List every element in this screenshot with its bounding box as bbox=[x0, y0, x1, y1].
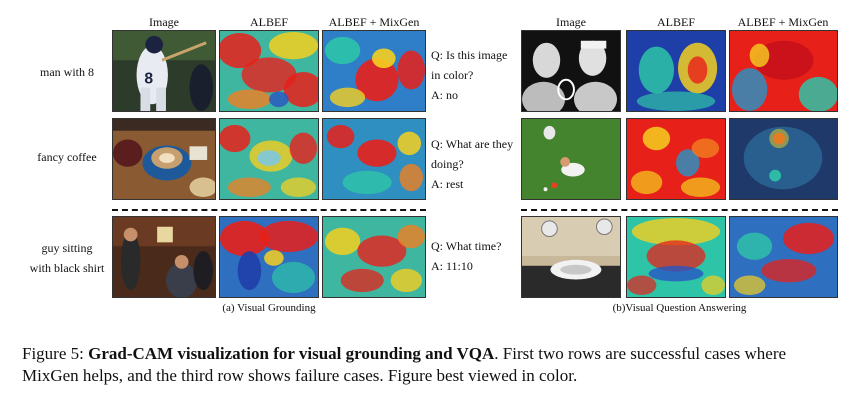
image-people-resting-grass bbox=[521, 118, 621, 200]
heatmap-albef-row3 bbox=[219, 216, 319, 298]
panel-a-subcaption: (a) Visual Grounding bbox=[222, 302, 316, 314]
panel-a-separator bbox=[112, 209, 426, 211]
heatmap-albef-vqa-row3 bbox=[626, 216, 726, 298]
panel-b-header-image: Image bbox=[556, 15, 586, 29]
heatmap-mixgen-row1 bbox=[322, 30, 426, 112]
panel-a-row-label-2: fancy coffee bbox=[37, 150, 97, 164]
heatmap-mixgen-row2 bbox=[322, 118, 426, 200]
figure-caption-label: Figure 5: bbox=[22, 344, 84, 363]
panel-b-header-albef-mixgen: ALBEF + MixGen bbox=[737, 15, 829, 29]
image-baseball-player: 8 bbox=[112, 30, 216, 112]
svg-text:8: 8 bbox=[144, 71, 153, 88]
heatmap-albef-row1 bbox=[219, 30, 319, 112]
heatmap-albef-row2 bbox=[219, 118, 319, 200]
heatmap-mixgen-vqa-row3 bbox=[729, 216, 838, 298]
figure-caption: Figure 5: Grad-CAM visualization for vis… bbox=[22, 343, 838, 387]
heatmap-mixgen-vqa-row2 bbox=[729, 118, 838, 200]
panel-a-row-label-3: guy sitting with black shirt bbox=[29, 241, 105, 275]
panel-b-qa-2: Q: What are they doing? A: rest bbox=[431, 137, 514, 191]
panel-a-header-albef-mixgen: ALBEF + MixGen bbox=[328, 15, 420, 29]
heatmap-mixgen-row3 bbox=[322, 216, 426, 298]
heatmap-mixgen-vqa-row1 bbox=[729, 30, 838, 112]
image-bathroom-sink bbox=[521, 216, 621, 298]
figure-caption-rest: . First two rows are successful cases wh… bbox=[22, 344, 787, 385]
image-fancy-coffee bbox=[112, 118, 216, 200]
heatmap-albef-vqa-row2 bbox=[626, 118, 726, 200]
panel-a-header-albef: ALBEF bbox=[249, 15, 288, 29]
panel-a-row-label-1: man with 8 bbox=[40, 65, 94, 79]
heatmap-albef-vqa-row1 bbox=[626, 30, 726, 112]
panel-b-subcaption: (b)Visual Question Answering bbox=[612, 302, 747, 314]
panel-b-qa-1: Q: Is this image in color? A: no bbox=[431, 48, 508, 102]
figure-caption-bold: Grad-CAM visualization for visual ground… bbox=[88, 344, 495, 363]
image-tennis-players-bw bbox=[521, 30, 621, 112]
panel-b-separator bbox=[521, 209, 838, 211]
panel-a-header-image: Image bbox=[149, 15, 179, 29]
panel-b-header-albef: ALBEF bbox=[656, 15, 695, 29]
panel-b-qa-3: Q: What time? A: 11:10 bbox=[431, 239, 502, 273]
image-guy-black-shirt bbox=[112, 216, 216, 298]
